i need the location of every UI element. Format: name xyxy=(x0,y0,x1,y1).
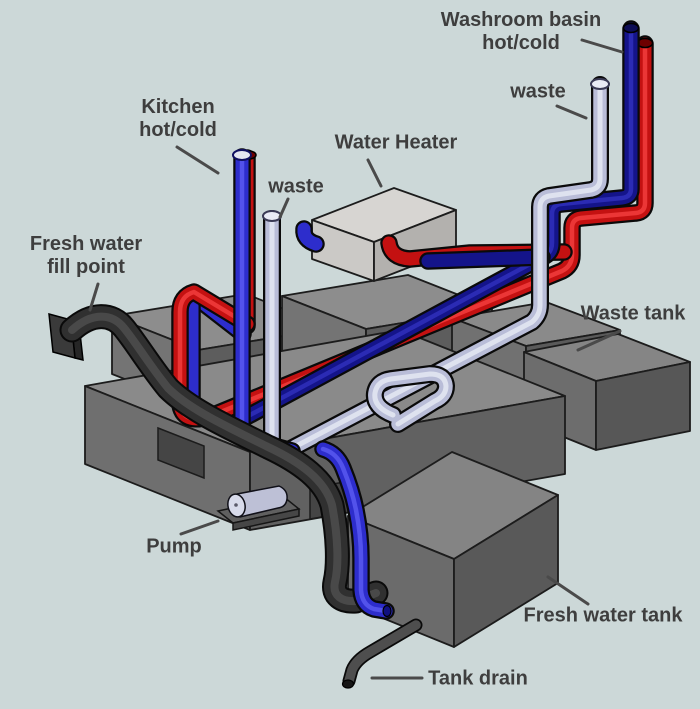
fresh-water-tank xyxy=(347,451,559,648)
leader-washroom-basin xyxy=(580,38,624,54)
leader-kitchen xyxy=(175,145,220,175)
leader-kitchen-waste xyxy=(278,197,290,219)
pipe-end-cap xyxy=(590,78,610,90)
leader-lines xyxy=(88,38,624,680)
pipe-opening xyxy=(382,604,392,618)
fresh-water-fill-hose xyxy=(59,304,389,614)
leader-fresh-tank xyxy=(546,575,590,606)
pipe-end-cap xyxy=(262,210,282,222)
leader-washroom-waste xyxy=(555,104,588,120)
pipe-end-cap xyxy=(622,22,640,34)
leader-pump xyxy=(179,519,220,536)
pump xyxy=(216,485,301,531)
leader-water-heater xyxy=(366,158,383,188)
fresh-water-pipe-tank xyxy=(314,440,395,620)
leader-waste-tank xyxy=(576,329,622,352)
drain-opening xyxy=(341,679,355,689)
cold-water-pipe xyxy=(217,20,640,437)
leader-fill-point xyxy=(88,282,100,312)
platform-notch xyxy=(157,426,205,480)
tank-drain-pipe xyxy=(341,618,423,689)
pipe-end-cap xyxy=(232,149,252,161)
pump-end-dot xyxy=(234,503,238,507)
